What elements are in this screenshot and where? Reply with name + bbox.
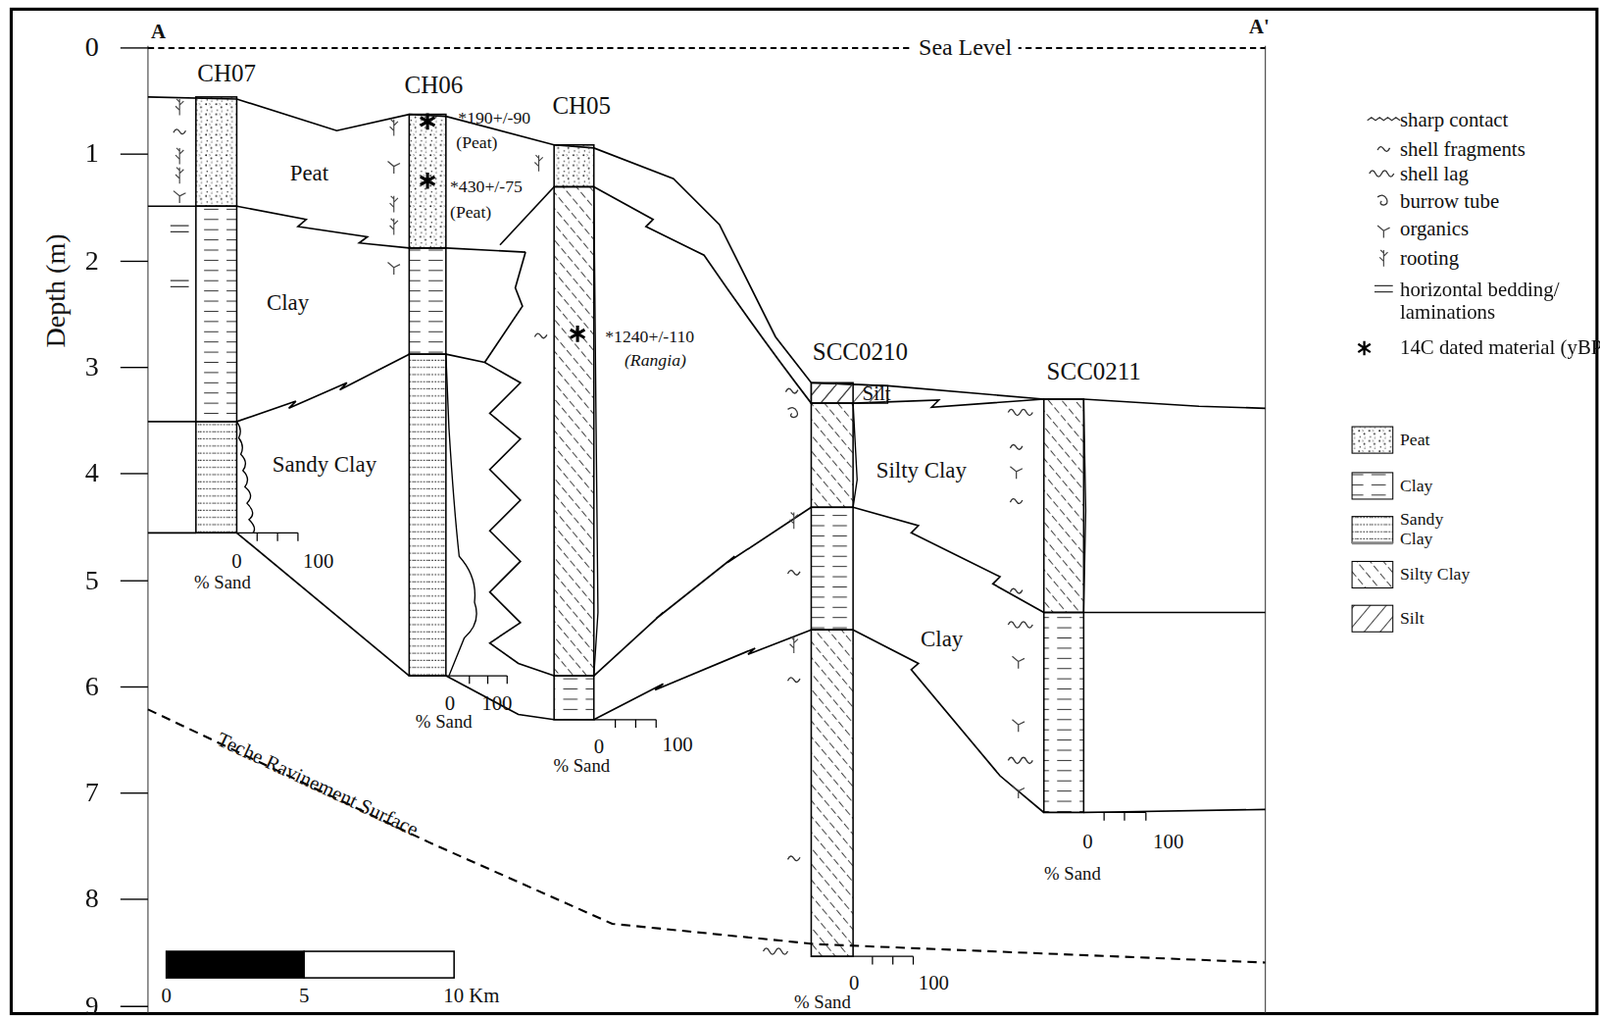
label: 0 (849, 970, 859, 994)
legend-text: Silt (1400, 608, 1425, 628)
label: Sandy Clay (272, 451, 377, 477)
legend-text: shell lag (1400, 161, 1469, 185)
label: Sea Level (912, 35, 1019, 61)
label: 4 (85, 457, 100, 489)
label: 0 (160, 983, 171, 1006)
label: 9 (85, 991, 100, 1017)
label: Peat (290, 160, 329, 186)
label: CH06 (404, 71, 464, 99)
label: 0 (231, 549, 242, 572)
label: A' (1249, 15, 1270, 39)
label: *1240+/-110 (604, 327, 695, 347)
label: 0 (594, 734, 604, 757)
label: 100 (918, 970, 950, 994)
label: Silty Clay (876, 457, 967, 483)
label: *190+/-90 (457, 108, 531, 128)
label: 5 (299, 983, 309, 1006)
label: 1 (85, 139, 100, 170)
label: 0 (445, 692, 455, 715)
label: % Sand (1044, 864, 1101, 886)
legend-text: burrow tube (1400, 190, 1500, 213)
legend-text: Sandy Clay (1400, 510, 1472, 550)
label: Silt (862, 381, 892, 404)
label: 0 (85, 32, 100, 63)
label: SCC0211 (1047, 357, 1142, 385)
core-symbols (170, 99, 1033, 954)
label: 0 (1082, 829, 1093, 852)
label: 100 (481, 692, 512, 715)
label: 100 (1152, 829, 1184, 852)
label: 100 (661, 732, 693, 755)
ravinement-surface (148, 708, 1266, 962)
label: 100 (302, 549, 334, 572)
legend-text: 14C dated material (yBP) (1400, 335, 1600, 358)
label: *430+/-75 (450, 177, 523, 197)
label: % Sand (194, 572, 251, 594)
label: (Rangia) (624, 350, 687, 370)
label: A (150, 19, 166, 43)
label: Teche Ravinement Surface (213, 727, 423, 841)
label: 2 (85, 246, 100, 277)
label: % Sand (415, 712, 473, 734)
label: 7 (85, 777, 100, 808)
contact-lines (148, 97, 1266, 813)
label: Depth (m) (41, 233, 72, 348)
legend-text: shell fragments (1400, 138, 1526, 161)
core-columns (196, 97, 1085, 956)
label: CH05 (551, 91, 611, 118)
legend-text: organics (1400, 217, 1469, 241)
label: 8 (85, 884, 100, 915)
legend-text: Clay (1400, 476, 1433, 496)
legend-text: rooting (1400, 246, 1459, 269)
label: 5 (85, 565, 100, 597)
label: CH07 (197, 59, 256, 87)
label: 6 (85, 671, 100, 702)
legend-text: Peat (1400, 430, 1430, 450)
label: (Peat) (450, 202, 492, 222)
label: % Sand (794, 993, 851, 1014)
legend-text: horizontal bedding/ laminations (1400, 277, 1600, 323)
legend-text: Silty Clay (1400, 564, 1470, 584)
label: SCC0210 (812, 338, 908, 365)
label: (Peat) (455, 133, 498, 152)
label: Clay (266, 291, 309, 316)
label: % Sand (552, 755, 610, 777)
label: 3 (85, 351, 100, 383)
legend-text: sharp contact (1400, 107, 1508, 131)
legend-samples (1351, 117, 1400, 633)
label: Clay (920, 626, 963, 651)
label: 10 Km (443, 983, 500, 1006)
